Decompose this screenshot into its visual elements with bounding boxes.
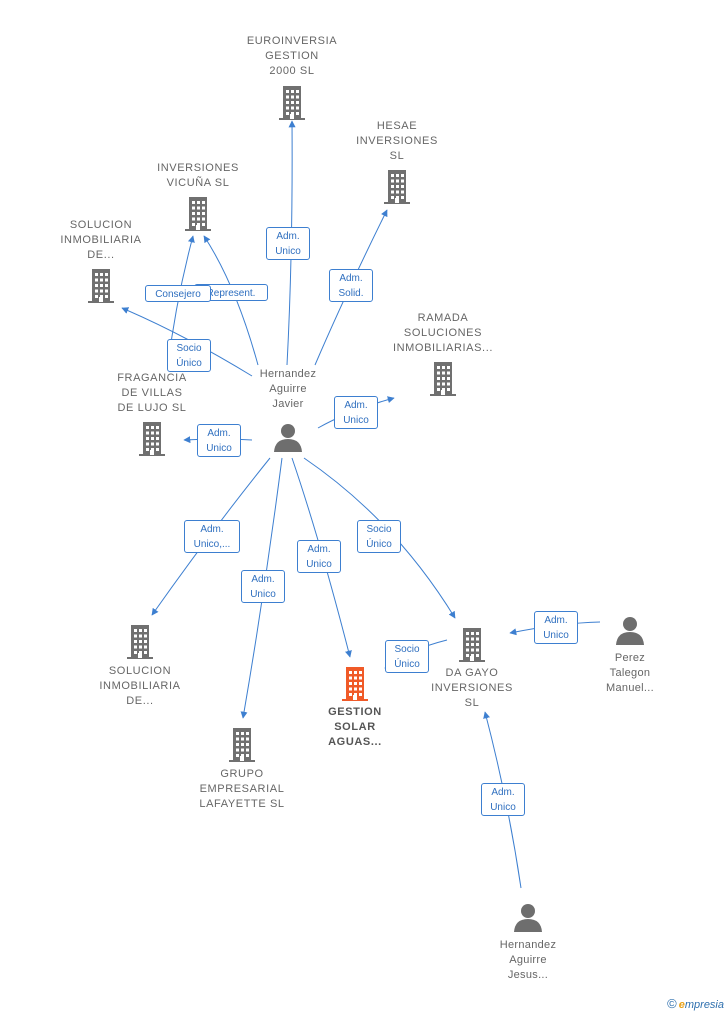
copyright-icon: ©: [667, 996, 677, 1011]
node-label: SOLUCION INMOBILIARIA DE...: [60, 219, 142, 261]
node-label: GRUPO EMPRESARIAL LAFAYETTE SL: [199, 768, 285, 810]
node-euroinversia[interactable]: EUROINVERSIA GESTION 2000 SL: [227, 34, 357, 120]
brand-name: mpresia: [684, 999, 724, 1011]
node-label: INVERSIONES VICUÑA SL: [157, 162, 239, 189]
node-gestion_solar[interactable]: GESTION SOLAR AGUAS...: [290, 665, 420, 750]
node-label: EUROINVERSIA GESTION 2000 SL: [246, 35, 338, 77]
brand-initial: e: [678, 999, 685, 1011]
node-solucion2[interactable]: SOLUCION INMOBILIARIA DE...: [75, 623, 205, 709]
edge-label[interactable]: Socio Único: [385, 639, 429, 673]
node-label: RAMADA SOLUCIONES INMOBILIARIAS...: [392, 312, 494, 354]
node-hernandez_javier[interactable]: Hernandez Aguirre Javier: [223, 367, 353, 452]
building-icon: [127, 625, 153, 659]
edge-label[interactable]: Adm. Unico: [534, 610, 578, 644]
node-fragancia[interactable]: FRAGANCIA DE VILLAS DE LUJO SL: [87, 371, 217, 456]
node-label: Hernandez Aguirre Javier: [259, 368, 317, 410]
node-ramada[interactable]: RAMADA SOLUCIONES INMOBILIARIAS...: [378, 311, 508, 396]
node-label: HESAE INVERSIONES SL: [356, 120, 438, 162]
node-solucion1[interactable]: SOLUCION INMOBILIARIA DE...: [36, 218, 166, 303]
edge-label[interactable]: Adm. Unico: [334, 395, 378, 429]
edge-label[interactable]: Adm. Unico,...: [184, 519, 240, 553]
building-icon: [88, 269, 114, 303]
node-hernandez_jesus[interactable]: Hernandez Aguirre Jesus...: [463, 902, 593, 983]
building-icon: [459, 628, 485, 662]
person-icon: [616, 617, 644, 645]
edge-hernandez_javier-to-vicuna: [203, 235, 259, 366]
node-label: GESTION SOLAR AGUAS...: [328, 706, 382, 748]
node-lafayette[interactable]: GRUPO EMPRESARIAL LAFAYETTE SL: [177, 726, 307, 812]
building-icon: [430, 362, 456, 396]
node-vicuna[interactable]: INVERSIONES VICUÑA SL: [133, 161, 263, 231]
empresia-credit[interactable]: ©empresia: [667, 996, 724, 1011]
person-icon: [514, 904, 542, 932]
edge-label[interactable]: Adm. Unico: [266, 226, 310, 260]
edge-label[interactable]: Consejero: [145, 284, 211, 302]
building-icon: [185, 197, 211, 231]
edge-label[interactable]: Adm. Unico: [297, 539, 341, 573]
edge-label[interactable]: Adm. Unico: [197, 423, 241, 457]
node-label: Hernandez Aguirre Jesus...: [499, 939, 557, 981]
edge-label[interactable]: Socio Único: [167, 338, 211, 372]
node-perez[interactable]: Perez Talegon Manuel...: [565, 615, 695, 696]
edge-label[interactable]: Socio Único: [357, 519, 401, 553]
edge-label[interactable]: Adm. Unico: [241, 569, 285, 603]
building-icon: [384, 170, 410, 204]
building-icon: [139, 422, 165, 456]
node-label: Perez Talegon Manuel...: [606, 652, 654, 694]
building-icon: [229, 728, 255, 762]
edge-label[interactable]: Represent.: [194, 283, 268, 301]
node-label: DA GAYO INVERSIONES SL: [431, 667, 513, 709]
edge-label[interactable]: Adm. Solid.: [329, 268, 373, 302]
node-hesae[interactable]: HESAE INVERSIONES SL: [332, 119, 462, 204]
node-label: SOLUCION INMOBILIARIA DE...: [99, 665, 181, 707]
node-dagayo[interactable]: DA GAYO INVERSIONES SL: [407, 626, 537, 711]
node-label: FRAGANCIA DE VILLAS DE LUJO SL: [117, 372, 187, 414]
person-icon: [274, 424, 302, 452]
edge-label[interactable]: Adm. Unico: [481, 782, 525, 816]
building-icon: [342, 667, 368, 701]
building-icon: [279, 86, 305, 120]
